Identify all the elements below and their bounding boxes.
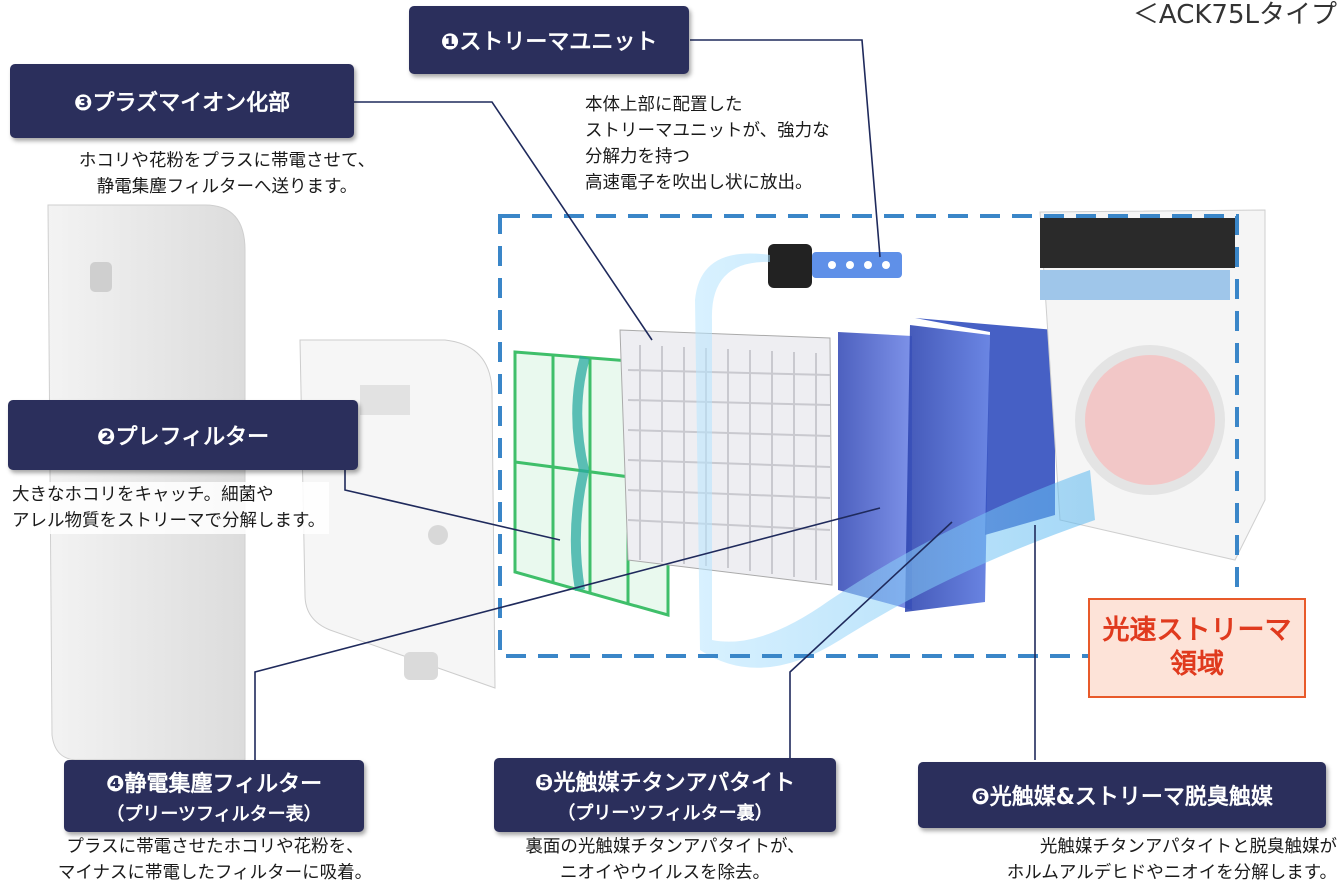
model-type-label: ＜ACK75Lタイプ (1132, 0, 1337, 30)
electrostatic-filter-label: ❹静電集塵フィルター （プリーツフィルター表） (64, 760, 364, 832)
desc-line: 静電集塵フィルターへ送ります。 (96, 177, 358, 197)
number-2-icon: ❷ (96, 425, 116, 450)
zone-line-2: 領域 (1170, 649, 1224, 680)
desc-line: 大きなホコリをキャッチ。細菌や (12, 485, 274, 505)
deodorizing-catalyst-title: 光触媒&ストリーマ脱臭触媒 (989, 785, 1273, 810)
number-6-icon: ❻ (971, 785, 990, 810)
blue-filters (838, 318, 1055, 612)
leader-lines (254, 39, 1036, 760)
streamer-zone-box: 光速ストリーマ 領域 (1088, 598, 1306, 698)
number-4-icon: ❹ (105, 772, 125, 797)
plasma-grid (619, 329, 833, 586)
desc-line: ストリーマユニットが、強力な (585, 121, 830, 141)
prefilter-desc: 大きなホコリをキャッチ。細菌や アレル物質をストリーマで分解します。 (8, 482, 330, 534)
number-1-icon: ❶ (440, 30, 460, 55)
desc-line: 本体上部に配置した (585, 95, 743, 115)
prefilter-title: プレフィルター (115, 425, 270, 450)
plasma-ion-desc: ホコリや花粉をプラスに帯電させて、 静電集塵フィルターへ送ります。 (62, 148, 392, 200)
streamer-flow (695, 253, 1095, 668)
photocatalyst-apatite-title: 光触媒チタンアパタイト (553, 771, 796, 796)
deodorizing-catalyst-desc: 光触媒チタンアパタイトと脱臭触媒が ホルムアルデヒドやニオイを分解します。 (1007, 834, 1337, 886)
plasma-ion-label: ❸プラズマイオン化部 (10, 64, 354, 138)
desc-line: プラスに帯電させたホコリや花粉を、 (66, 837, 364, 857)
photocatalyst-apatite-label: ❺光触媒チタンアパタイト （プリーツフィルター裏） (494, 758, 836, 832)
desc-line: ホコリや花粉をプラスに帯電させて、 (78, 151, 376, 171)
zone-line-1: 光速ストリーマ (1102, 615, 1292, 646)
desc-line: ホルムアルデヒドやニオイを分解します。 (1006, 863, 1337, 883)
plasma-ion-title: プラズマイオン化部 (92, 91, 291, 116)
deodorizing-catalyst-label: ❻光触媒&ストリーマ脱臭触媒 (918, 762, 1326, 828)
desc-line: 裏面の光触媒チタンアパタイトが、 (525, 837, 805, 857)
streamer-unit-title: ストリーマユニット (459, 30, 658, 55)
electrostatic-filter-title: 静電集塵フィルター (124, 772, 323, 797)
photocatalyst-apatite-subtitle: （プリーツフィルター裏） (557, 803, 773, 824)
desc-line: 光触媒チタンアパタイトと脱臭触媒が (1039, 837, 1337, 857)
main-body (1039, 209, 1266, 561)
desc-line: アレル物質をストリーマで分解します。 (12, 511, 326, 531)
streamer-unit-graphic (768, 244, 902, 288)
desc-line: ニオイやウイルスを除去。 (560, 863, 770, 883)
desc-line: 分解力を持つ (585, 147, 690, 167)
streamer-unit-desc: 本体上部に配置した ストリーマユニットが、強力な 分解力を持つ 高速電子を吹出し… (585, 92, 830, 196)
number-3-icon: ❸ (73, 91, 93, 116)
streamer-unit-label: ❶ストリーマユニット (409, 6, 689, 74)
electrostatic-filter-subtitle: （プリーツフィルター表） (106, 804, 322, 825)
desc-line: 高速電子を吹出し状に放出。 (585, 173, 813, 193)
electrostatic-filter-desc: プラスに帯電させたホコリや花粉を、 マイナスに帯電したフィルターに吸着。 (25, 834, 405, 886)
number-5-icon: ❺ (534, 771, 554, 796)
streamer-zone-outline (498, 214, 1239, 658)
photocatalyst-apatite-desc: 裏面の光触媒チタンアパタイトが、 ニオイやウイルスを除去。 (470, 834, 860, 886)
prefilter-label: ❷プレフィルター (8, 400, 358, 470)
prefilter-frame (299, 339, 496, 689)
desc-line: マイナスに帯電したフィルターに吸着。 (57, 863, 373, 883)
